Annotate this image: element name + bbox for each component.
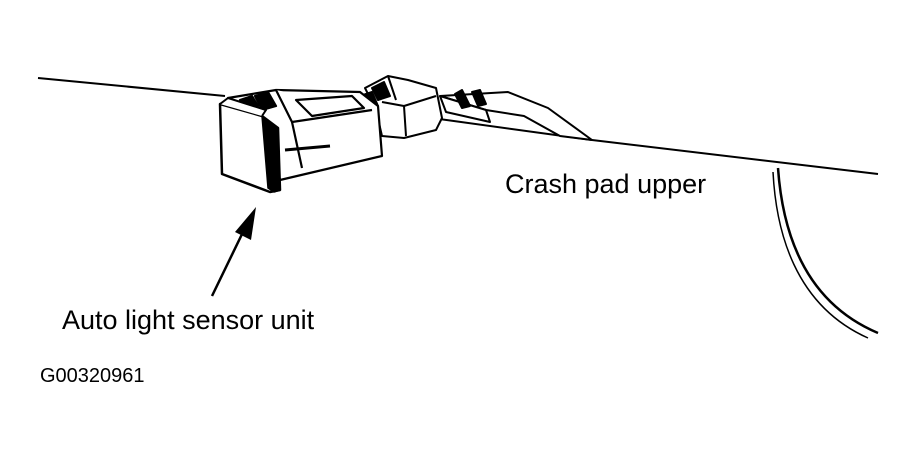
- figure-id: G00320961: [40, 365, 145, 387]
- sensor-front-face: [218, 97, 282, 194]
- sensor-label: Auto light sensor unit: [62, 305, 315, 335]
- crash-pad-edge-line: [37, 77, 879, 175]
- sensor-leader-arrow: [210, 207, 256, 297]
- crash-pad-curve: [776, 167, 879, 335]
- wiring-harness: [439, 89, 593, 141]
- crash-pad-label: Crash pad upper: [505, 169, 707, 199]
- crash-pad-curve-inner: [772, 171, 869, 339]
